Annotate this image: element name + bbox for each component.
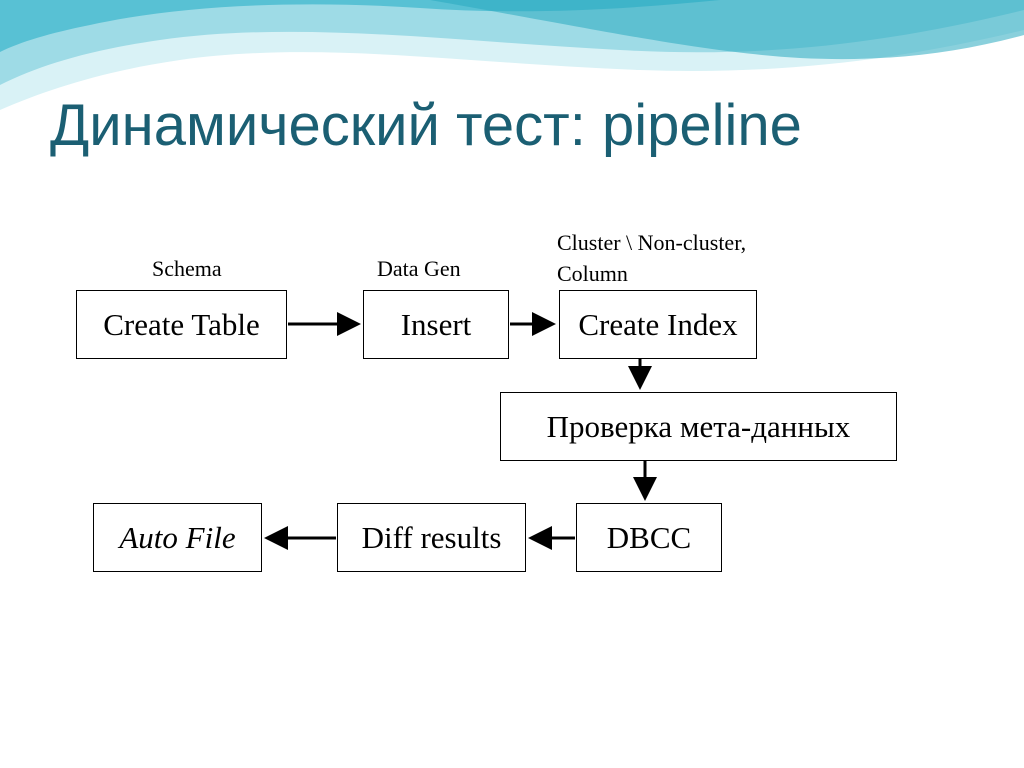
node-diff-results: Diff results (337, 503, 526, 572)
node-dbcc: DBCC (576, 503, 722, 572)
label-cluster-line1: Cluster \ Non-cluster, (557, 230, 747, 255)
node-create-index: Create Index (559, 290, 757, 359)
label-schema: Schema (152, 256, 222, 281)
node-create-table: Create Table (76, 290, 287, 359)
slide-title: Динамический тест: pipeline (50, 93, 802, 158)
node-auto-file: Auto File (93, 503, 262, 572)
label-cluster-line2: Column (557, 261, 628, 286)
label-data-gen: Data Gen (377, 256, 461, 281)
header-wave-decoration (0, 0, 1024, 120)
node-insert: Insert (363, 290, 509, 359)
node-metadata-check: Проверка мета-данных (500, 392, 897, 461)
